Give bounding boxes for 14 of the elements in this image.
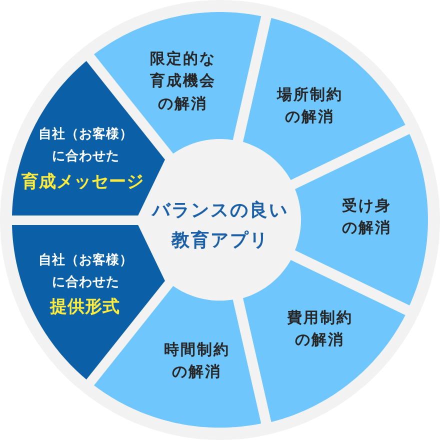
wheel-segment <box>12 225 166 380</box>
segment-label: 時間制約の解消 <box>162 339 231 383</box>
segment-label: 自社（お客様）に合わせた <box>38 126 134 166</box>
segment-label: 受け身の解消 <box>341 195 393 239</box>
center-title: バランスの良い教育アプリ <box>150 199 290 253</box>
segment-label: 限定的な育成機会の解消 <box>148 48 217 114</box>
wheel-segment <box>295 134 428 306</box>
segment-label: 費用制約の解消 <box>286 307 354 351</box>
highlight-label: 育成メッセージ <box>22 170 144 194</box>
wheel-segment <box>242 260 406 422</box>
highlight-label: 提供形式 <box>50 296 120 319</box>
segment-label: 自社（お客様）に合わせた <box>38 252 134 292</box>
wheel-segment <box>242 18 406 180</box>
segment-label: 場所制約の解消 <box>276 84 344 128</box>
